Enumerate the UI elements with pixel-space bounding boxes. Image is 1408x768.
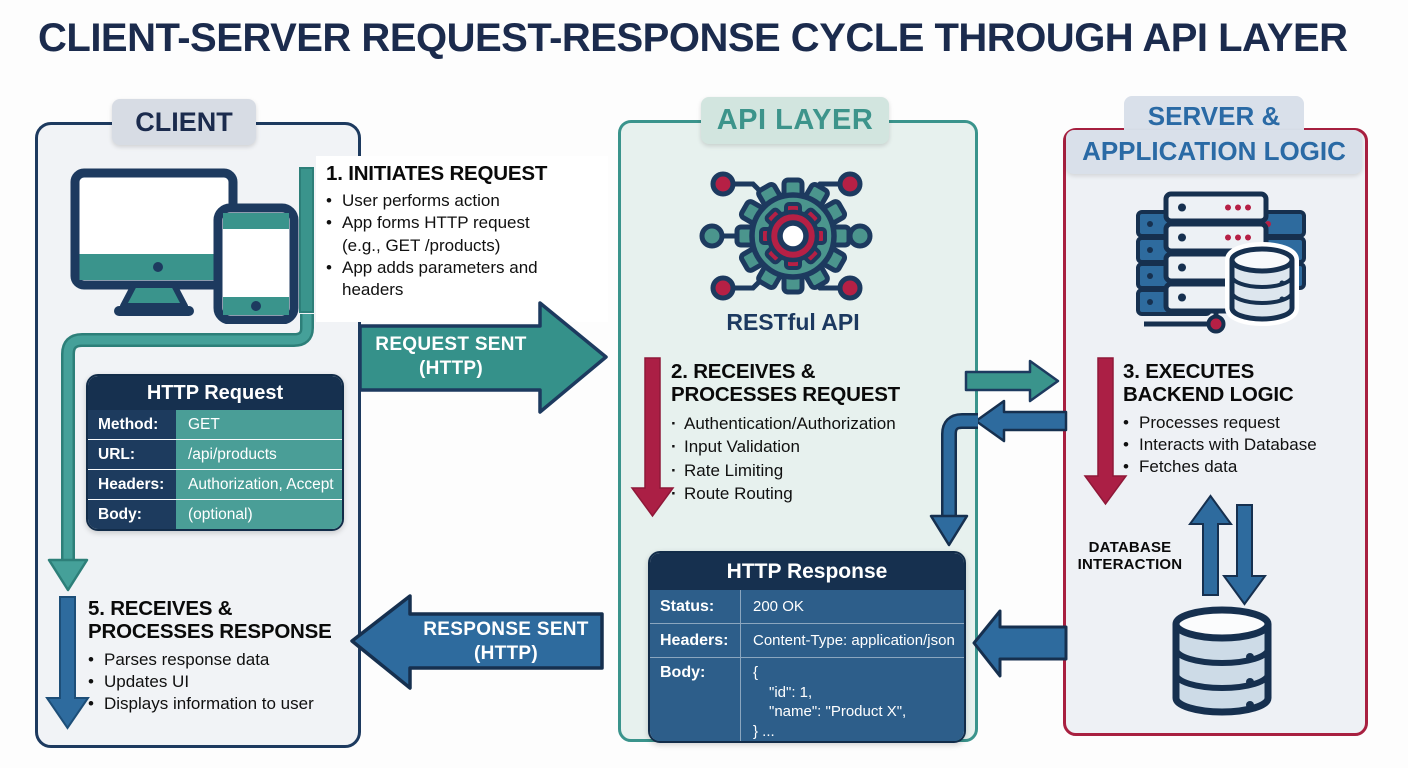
list-item: Interacts with Database bbox=[1123, 434, 1361, 456]
restful-api-caption: RESTful API bbox=[726, 309, 860, 335]
server-to-api-data-arrow-icon bbox=[972, 609, 1068, 678]
database-interaction-label: DATABASE INTERACTION bbox=[1062, 539, 1198, 574]
row-value: (optional) bbox=[176, 500, 342, 529]
list-item: Parses response data bbox=[88, 649, 340, 671]
step5-heading-line2: PROCESSES RESPONSE bbox=[88, 620, 332, 644]
row-label: Body: bbox=[660, 664, 706, 681]
server-stack-icon bbox=[1136, 191, 1306, 334]
api-panel-title: API LAYER bbox=[701, 97, 889, 144]
list-item: User performs action bbox=[326, 190, 564, 212]
http-request-table: HTTP Request Method: GET URL: /api/produ… bbox=[86, 374, 344, 531]
step1-block: 1. INITIATES REQUEST User performs actio… bbox=[326, 162, 602, 301]
diagram-title: CLIENT-SERVER REQUEST-RESPONSE CYCLE THR… bbox=[38, 16, 1348, 60]
row-value: /api/products bbox=[176, 440, 342, 469]
response-body-json: { "id": 1, "name": "Product X", } ... bbox=[740, 658, 964, 741]
step2-heading-line1: 2. RECEIVES & bbox=[671, 360, 816, 383]
client-panel-title: CLIENT bbox=[112, 99, 256, 145]
step1-bullets: User performs action App forms HTTP requ… bbox=[326, 190, 564, 300]
table-row: Headers: Content-Type: application/json bbox=[650, 623, 964, 657]
step2-heading-line2: PROCESSES REQUEST bbox=[671, 383, 900, 407]
response-sent-line1: RESPONSE SENT bbox=[423, 619, 589, 640]
step5-block: 5. RECEIVES & PROCESSES RESPONSE Parses … bbox=[88, 597, 346, 715]
row-label: Headers: bbox=[88, 470, 176, 499]
row-label: URL: bbox=[88, 440, 176, 469]
step3-heading-line2: BACKEND LOGIC bbox=[1123, 383, 1294, 407]
row-label: Body: bbox=[88, 500, 176, 529]
row-value: Authorization, Accept bbox=[176, 470, 342, 499]
server-db-icon bbox=[1225, 242, 1299, 326]
response-sent-line2: (HTTP) bbox=[473, 642, 539, 664]
request-sent-label: REQUEST SENT (HTTP) bbox=[362, 333, 540, 381]
row-value: Content-Type: application/json bbox=[740, 624, 964, 657]
step2-block: 2. RECEIVES & PROCESSES REQUEST Authenti… bbox=[671, 360, 951, 506]
row-label: Method: bbox=[88, 410, 176, 439]
list-item: Updates UI bbox=[88, 671, 340, 693]
database-interaction-line2: INTERACTION bbox=[1077, 556, 1183, 574]
json-line: } ... bbox=[753, 722, 775, 740]
http-response-title: HTTP Response bbox=[650, 553, 964, 590]
step1-heading: 1. INITIATES REQUEST bbox=[326, 162, 548, 185]
table-row: URL: /api/products bbox=[88, 439, 342, 469]
server-to-api-arrow-icon bbox=[974, 399, 1068, 443]
json-line: "name": "Product X", bbox=[769, 703, 907, 720]
row-label: Status: bbox=[660, 598, 715, 615]
database-interaction-line1: DATABASE bbox=[1088, 539, 1172, 556]
list-item: Input Validation bbox=[671, 435, 933, 459]
api-to-server-arrow-icon bbox=[964, 359, 1060, 403]
table-row: Headers: Authorization, Accept bbox=[88, 469, 342, 499]
list-item: Displays information to user bbox=[88, 693, 340, 715]
table-row: Body: { "id": 1, "name": "Product X", } … bbox=[650, 657, 964, 741]
server-panel-title-line2: APPLICATION LOGIC bbox=[1066, 130, 1362, 174]
step5-heading-line1: 5. RECEIVES & bbox=[88, 597, 233, 620]
step1-accent-bar bbox=[299, 167, 314, 313]
request-sent-line2: (HTTP) bbox=[418, 357, 484, 379]
table-row: Status: 200 OK bbox=[650, 590, 964, 623]
list-item: App forms HTTP request (e.g., GET /produ… bbox=[326, 212, 564, 256]
list-item: Fetches data bbox=[1123, 456, 1361, 478]
row-value: 200 OK bbox=[740, 590, 964, 623]
step5-bullets: Parses response data Updates UI Displays… bbox=[88, 649, 340, 715]
list-item: Rate Limiting bbox=[671, 459, 933, 483]
http-request-title: HTTP Request bbox=[88, 376, 342, 410]
client-devices-icon bbox=[70, 168, 299, 324]
step3-block: 3. EXECUTES BACKEND LOGIC Processes requ… bbox=[1123, 360, 1353, 478]
server-panel-title: SERVER & APPLICATION LOGIC bbox=[1066, 96, 1362, 174]
list-item: Processes request bbox=[1123, 412, 1361, 434]
response-sent-label: RESPONSE SENT (HTTP) bbox=[408, 618, 604, 666]
restful-api-gear-icon bbox=[699, 171, 873, 301]
http-response-table: HTTP Response Status: 200 OK Headers: Co… bbox=[648, 551, 966, 743]
request-sent-line1: REQUEST SENT bbox=[375, 334, 527, 355]
database-icon bbox=[1172, 606, 1272, 716]
json-line: { bbox=[753, 664, 759, 681]
table-row: Body: (optional) bbox=[88, 499, 342, 529]
step3-bullets: Processes request Interacts with Databas… bbox=[1123, 412, 1361, 478]
row-label: Headers: bbox=[660, 632, 729, 649]
json-line: "id": 1, bbox=[769, 683, 813, 701]
step3-heading-line1: 3. EXECUTES bbox=[1123, 360, 1255, 383]
list-item: Route Routing bbox=[671, 482, 933, 506]
table-row: Method: GET bbox=[88, 410, 342, 439]
list-item: Authentication/Authorization bbox=[671, 412, 933, 436]
row-value: GET bbox=[176, 410, 342, 439]
list-item: App adds parameters and headers bbox=[326, 257, 564, 301]
server-panel-title-line1: SERVER & bbox=[1124, 96, 1304, 131]
step2-bullets: Authentication/Authorization Input Valid… bbox=[671, 412, 933, 506]
